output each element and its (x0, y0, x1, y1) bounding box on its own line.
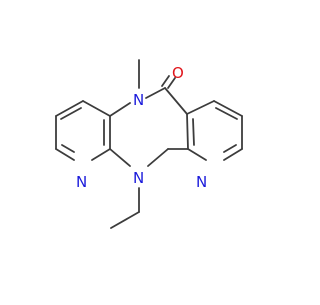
bond-left-bridge (109, 148, 131, 167)
atom-labels: N O N N N (76, 64, 207, 191)
bonds (55, 59, 243, 229)
bond-right-1 (186, 100, 215, 115)
bond-left-1 (82, 100, 111, 117)
bond-left-2 (55, 100, 84, 117)
atom-n-left-pyridine: N (76, 173, 87, 191)
bond-right-6 (186, 113, 189, 150)
atom-oxygen: O (172, 64, 184, 82)
bond-carbonyl-ring (164, 87, 188, 115)
bond-n-leftring (109, 102, 131, 117)
bond-c-o-1 (167, 77, 176, 89)
bond-right-5 (187, 148, 207, 161)
bond-right-2 (213, 100, 243, 117)
atom-n-bridge: N (133, 169, 144, 187)
bond-bridge-right (147, 148, 169, 167)
bond-left-5 (91, 148, 111, 161)
molecule-canvas: N O N N N (55, 59, 243, 229)
bond-n-ethyl-2 (110, 211, 140, 229)
bond-left-4b (61, 144, 75, 153)
bond-right-4 (223, 148, 243, 161)
bond-right-2b (215, 107, 238, 120)
bond-left-4 (55, 148, 75, 161)
bond-left-2b (60, 107, 82, 120)
bond-c-o-2 (161, 75, 170, 87)
atom-n-methyl: N (133, 91, 144, 109)
atom-n-right-pyridine: N (196, 173, 207, 191)
molecule-structure: N O N N N (55, 59, 243, 229)
bond-right-4b (223, 144, 237, 153)
bond-right-6b (192, 118, 195, 146)
bond-n-carbonyl-c (145, 87, 166, 99)
